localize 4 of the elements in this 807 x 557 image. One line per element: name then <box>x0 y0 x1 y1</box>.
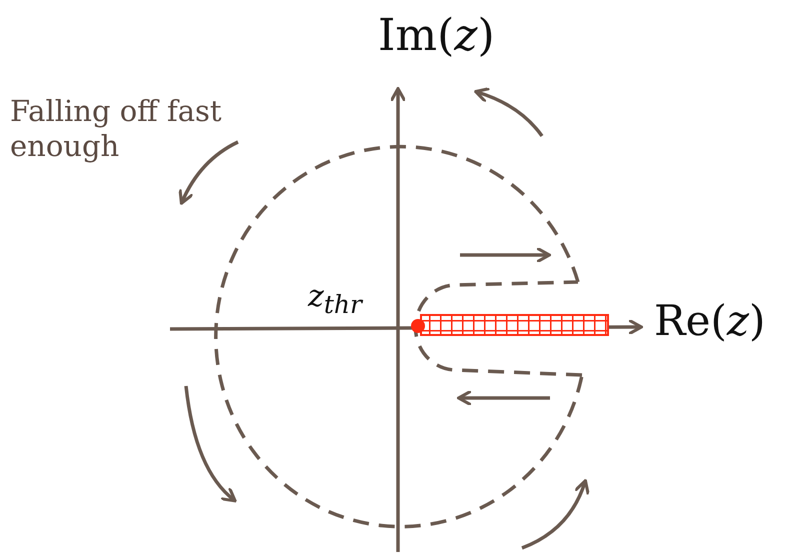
threshold-label: z$_{thr}$ <box>308 280 362 318</box>
axis-label: Re(z) <box>654 298 766 344</box>
axis-label: Im(z) <box>378 12 495 60</box>
annotation-text: Falling off fast enough <box>10 94 223 164</box>
